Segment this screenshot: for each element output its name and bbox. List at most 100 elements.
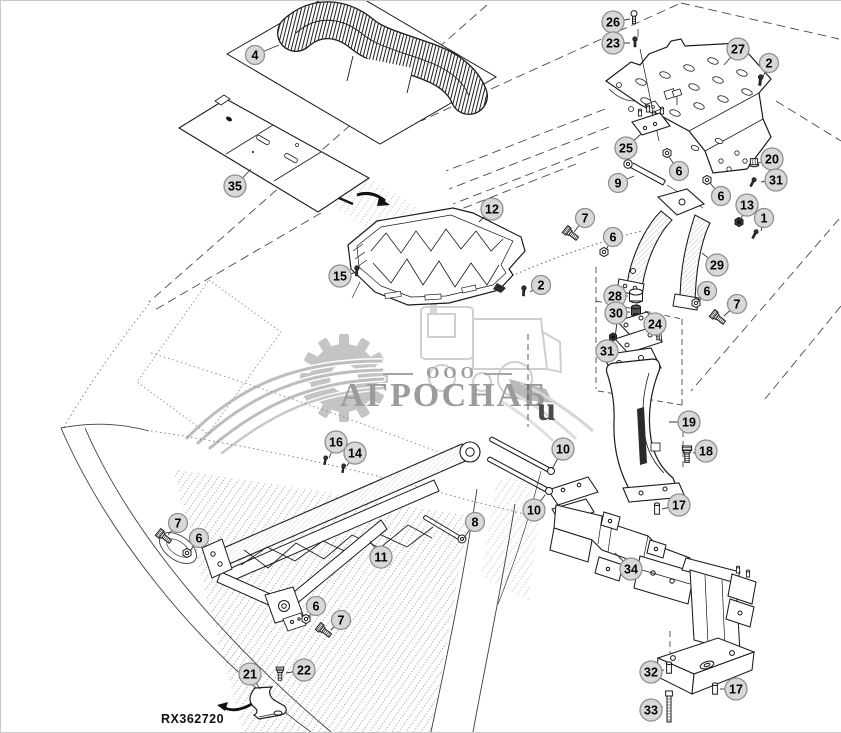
svg-text:6: 6 <box>718 190 725 204</box>
callout-34[interactable]: 34 <box>619 557 643 581</box>
callout-17[interactable]: 17 <box>667 493 691 517</box>
callout-30[interactable]: 30 <box>604 301 628 325</box>
callout-6[interactable]: 6 <box>188 527 210 549</box>
callout-31[interactable]: 31 <box>764 168 788 192</box>
svg-text:10: 10 <box>556 443 570 457</box>
callout-7[interactable]: 7 <box>726 293 748 315</box>
svg-text:28: 28 <box>608 290 622 304</box>
part-25-stud-block[interactable] <box>631 104 671 136</box>
svg-text:18: 18 <box>699 445 713 459</box>
callout-6[interactable]: 6 <box>668 160 690 182</box>
part-10-long-pin-lower[interactable] <box>487 456 553 495</box>
svg-text:9: 9 <box>615 177 622 191</box>
tractor-silhouette-icon <box>420 293 594 443</box>
callout-8[interactable]: 8 <box>464 511 486 533</box>
svg-text:27: 27 <box>731 43 745 57</box>
nut-6-a[interactable] <box>662 147 672 159</box>
callout-23[interactable]: 23 <box>601 31 625 55</box>
screw-23[interactable] <box>632 36 638 48</box>
callout-26[interactable]: 26 <box>601 10 625 34</box>
callout-25[interactable]: 25 <box>614 136 638 160</box>
part-21-hook-bracket[interactable] <box>249 686 287 720</box>
screw-2-lower[interactable] <box>520 285 527 297</box>
callout-32[interactable]: 32 <box>639 660 663 684</box>
nut-20[interactable] <box>748 158 760 168</box>
part-8-pin[interactable] <box>423 515 467 544</box>
screw-31-a[interactable] <box>748 176 758 188</box>
callout-28[interactable]: 28 <box>603 284 627 308</box>
callout-6[interactable]: 6 <box>696 280 718 302</box>
callout-35[interactable]: 35 <box>223 174 247 198</box>
screw-1[interactable] <box>750 228 760 240</box>
callout-24[interactable]: 24 <box>643 312 667 336</box>
pin-17-upper[interactable] <box>654 502 660 515</box>
svg-text:14: 14 <box>348 447 362 461</box>
nut-6-f[interactable] <box>301 613 311 625</box>
callout-6[interactable]: 6 <box>602 226 624 248</box>
pin-32[interactable] <box>666 661 672 674</box>
callout-29[interactable]: 29 <box>705 253 729 277</box>
callout-14[interactable]: 14 <box>343 441 367 465</box>
part-4-grille-insert[interactable] <box>277 1 488 115</box>
callout-17[interactable]: 17 <box>724 677 748 701</box>
part-35-side-panel[interactable] <box>177 94 371 213</box>
callout-16[interactable]: 16 <box>324 430 348 454</box>
callout-2[interactable]: 2 <box>758 52 780 74</box>
screw-26[interactable] <box>630 10 638 25</box>
svg-text:17: 17 <box>729 683 743 697</box>
bolt-33[interactable] <box>665 690 673 723</box>
callout-20[interactable]: 20 <box>760 147 784 171</box>
svg-text:31: 31 <box>769 174 783 188</box>
svg-text:25: 25 <box>619 142 633 156</box>
svg-text:16: 16 <box>329 436 343 450</box>
part-10-long-pin-upper[interactable] <box>489 436 555 475</box>
callout-27[interactable]: 27 <box>726 37 750 61</box>
callout-6[interactable]: 6 <box>305 595 327 617</box>
pin-17-lower[interactable] <box>712 682 718 695</box>
callout-18[interactable]: 18 <box>694 439 718 463</box>
figure-code: RX362720 <box>161 712 225 726</box>
callout-19[interactable]: 19 <box>677 410 701 434</box>
callout-22[interactable]: 22 <box>292 658 316 682</box>
part-4-grille-panel-frame[interactable] <box>226 1 497 145</box>
callout-12[interactable]: 12 <box>480 197 504 221</box>
watermark-mark: u <box>537 391 556 428</box>
callout-7[interactable]: 7 <box>167 512 189 534</box>
part-12-grille-plate[interactable] <box>347 207 526 306</box>
callout-10[interactable]: 10 <box>522 498 546 522</box>
part-28-cap[interactable] <box>629 288 643 304</box>
watermark-rule-right <box>484 373 512 375</box>
callout-1[interactable]: 1 <box>753 207 775 229</box>
callout-7[interactable]: 7 <box>330 609 352 631</box>
callout-7[interactable]: 7 <box>574 207 596 229</box>
callout-9[interactable]: 9 <box>607 172 629 194</box>
svg-text:15: 15 <box>333 270 347 284</box>
callout-4[interactable]: 4 <box>244 44 266 66</box>
part-19-support-arm[interactable] <box>602 347 686 503</box>
part-34-front-frame[interactable] <box>547 476 757 695</box>
bolt-7-c[interactable] <box>154 528 174 546</box>
callout-31[interactable]: 31 <box>595 339 619 363</box>
bolt-18[interactable] <box>681 445 693 463</box>
callout-11[interactable]: 11 <box>369 545 393 569</box>
bolt-7-b[interactable] <box>708 309 728 327</box>
callout-15[interactable]: 15 <box>328 264 352 288</box>
svg-text:24: 24 <box>648 318 662 332</box>
callout-21[interactable]: 21 <box>238 662 262 686</box>
nut-6-d[interactable] <box>691 297 701 309</box>
callout-6[interactable]: 6 <box>710 185 732 207</box>
callout-13[interactable]: 13 <box>735 193 759 217</box>
callout-2[interactable]: 2 <box>530 274 552 296</box>
part-11-lattice-brace[interactable] <box>201 441 481 632</box>
nut-13[interactable] <box>734 216 744 228</box>
callout-33[interactable]: 33 <box>639 698 663 722</box>
svg-text:4: 4 <box>252 49 259 63</box>
svg-text:35: 35 <box>228 180 242 194</box>
part-29-support-yoke[interactable] <box>616 188 711 311</box>
svg-text:21: 21 <box>243 668 257 682</box>
nut-6-e[interactable] <box>182 547 192 559</box>
svg-text:6: 6 <box>196 532 203 546</box>
svg-text:6: 6 <box>704 285 711 299</box>
callout-10[interactable]: 10 <box>551 437 575 461</box>
